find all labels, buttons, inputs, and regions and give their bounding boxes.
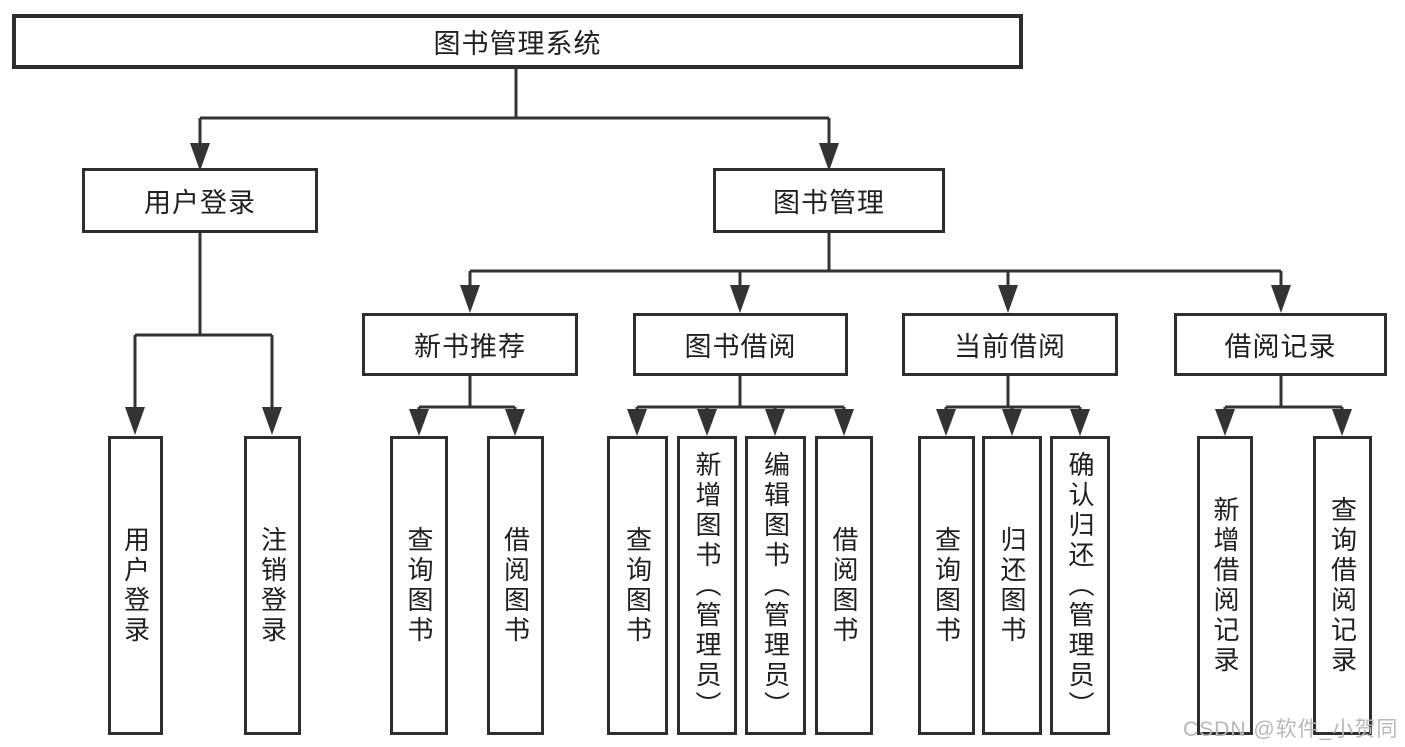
node-label: 新增图书（管理员）	[692, 450, 722, 721]
node-label: 新书推荐	[414, 332, 526, 362]
leaf-logout: 注销登录	[244, 436, 301, 735]
node-label: 归还图书	[997, 525, 1027, 646]
leaf-borrow-books-recommend: 借阅图书	[487, 436, 544, 735]
leaf-query-books-current: 查询图书	[918, 436, 975, 735]
node-label: 图书管理	[773, 188, 885, 218]
leaf-borrow-books-borrowing: 借阅图书	[815, 436, 873, 735]
leaf-add-book-admin: 新增图书（管理员）	[677, 436, 737, 735]
node-book-borrowing: 图书借阅	[633, 313, 848, 376]
node-label: 借阅记录	[1224, 332, 1337, 362]
leaf-return-book: 归还图书	[982, 436, 1042, 735]
node-library-management-system: 图书管理系统	[12, 14, 1023, 69]
node-label: 借阅图书	[829, 525, 859, 646]
node-label: 图书借阅	[684, 332, 797, 362]
node-label: 查询图书	[404, 525, 434, 646]
leaf-add-borrow-record: 新增借阅记录	[1197, 436, 1253, 735]
leaf-query-borrow-record: 查询借阅记录	[1313, 436, 1372, 735]
node-label: 确认归还（管理员）	[1065, 450, 1095, 721]
node-book-management: 图书管理	[713, 168, 945, 233]
leaf-confirm-return-admin: 确认归还（管理员）	[1050, 436, 1110, 735]
node-label: 查询图书	[622, 525, 653, 646]
leaf-query-books-recommend: 查询图书	[390, 436, 448, 735]
node-label: 新增借阅记录	[1210, 495, 1240, 676]
node-label: 图书管理系统	[433, 29, 602, 59]
csdn-watermark: CSDN @软件_小贺同学	[1183, 718, 1399, 741]
node-borrowing-records: 借阅记录	[1174, 313, 1387, 376]
node-label: 查询借阅记录	[1327, 495, 1358, 676]
arrowheads	[125, 143, 1352, 436]
node-label: 当前借阅	[954, 332, 1066, 362]
node-label: 查询图书	[931, 525, 962, 646]
node-label: 用户登录	[120, 525, 151, 646]
node-new-book-recommendation: 新书推荐	[362, 313, 578, 376]
leaf-query-books-borrowing: 查询图书	[607, 436, 668, 735]
node-label: 注销登录	[257, 525, 288, 646]
leaf-user-login: 用户登录	[108, 436, 163, 735]
leaf-edit-book-admin: 编辑图书（管理员）	[745, 436, 806, 735]
node-label: 编辑图书（管理员）	[760, 450, 791, 721]
node-label: 借阅图书	[500, 525, 531, 646]
node-label: 用户登录	[144, 188, 256, 218]
node-user-login: 用户登录	[82, 168, 318, 233]
node-current-borrowing: 当前借阅	[902, 313, 1118, 376]
